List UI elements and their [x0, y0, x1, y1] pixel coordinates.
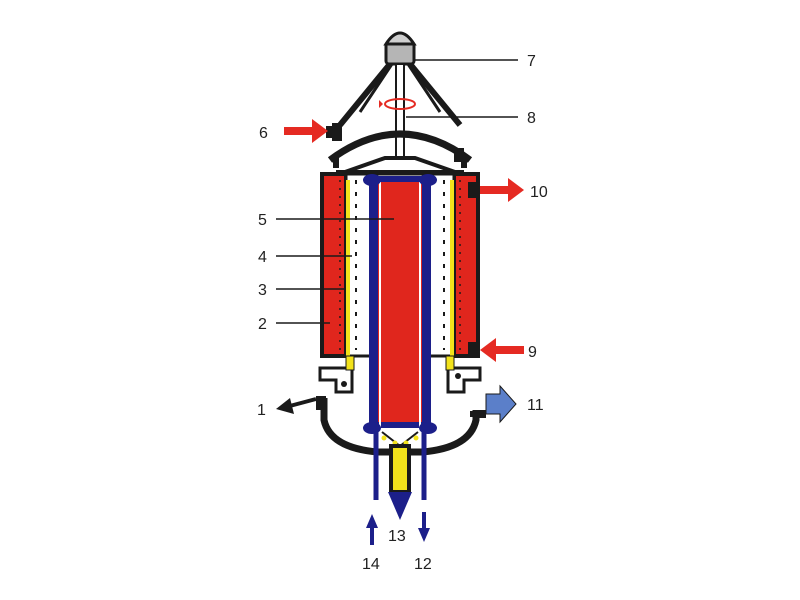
- lower-flange: [318, 366, 354, 394]
- label-4: 4: [258, 249, 267, 266]
- outlet-arrow-icon: [418, 512, 430, 542]
- label-7: 7: [527, 53, 536, 70]
- label-11: 11: [527, 397, 544, 414]
- leader-lines: [276, 59, 518, 324]
- condensate-outlet-nozzle: [468, 182, 478, 198]
- motor-support-frame: [337, 62, 463, 127]
- label-1: 1: [257, 402, 266, 419]
- label-14: 14: [362, 556, 380, 573]
- condensate-outlet-arrow: [480, 178, 524, 202]
- label-6: 6: [259, 125, 268, 142]
- internal-condenser: [363, 174, 437, 434]
- feed-nozzle: [332, 123, 342, 141]
- motor-icon: [383, 31, 417, 66]
- steam-inlet-arrow: [480, 338, 524, 362]
- label-10: 10: [530, 184, 548, 201]
- heating-jacket-right: [452, 172, 480, 358]
- steam-inlet-nozzle: [468, 342, 478, 358]
- inlet-arrow-icon: [366, 514, 378, 545]
- vapour-outlet-arrow: [485, 384, 517, 424]
- distillate-pipe: [389, 444, 411, 494]
- label-3: 3: [258, 282, 267, 299]
- stirrer-rotation-icon: [384, 98, 416, 110]
- label-12: 12: [414, 556, 432, 573]
- label-2: 2: [258, 316, 267, 333]
- label-8: 8: [527, 110, 536, 127]
- feed-inlet-arrow: [284, 119, 328, 143]
- residue-outlet-arrow: [276, 397, 317, 414]
- top-dome: [327, 130, 473, 163]
- heating-jacket-left: [320, 172, 348, 358]
- label-5: 5: [258, 212, 267, 229]
- label-9: 9: [528, 344, 537, 361]
- stirrer-shaft: [395, 63, 405, 163]
- label-13: 13: [388, 528, 406, 545]
- distributor-plate: [344, 156, 456, 174]
